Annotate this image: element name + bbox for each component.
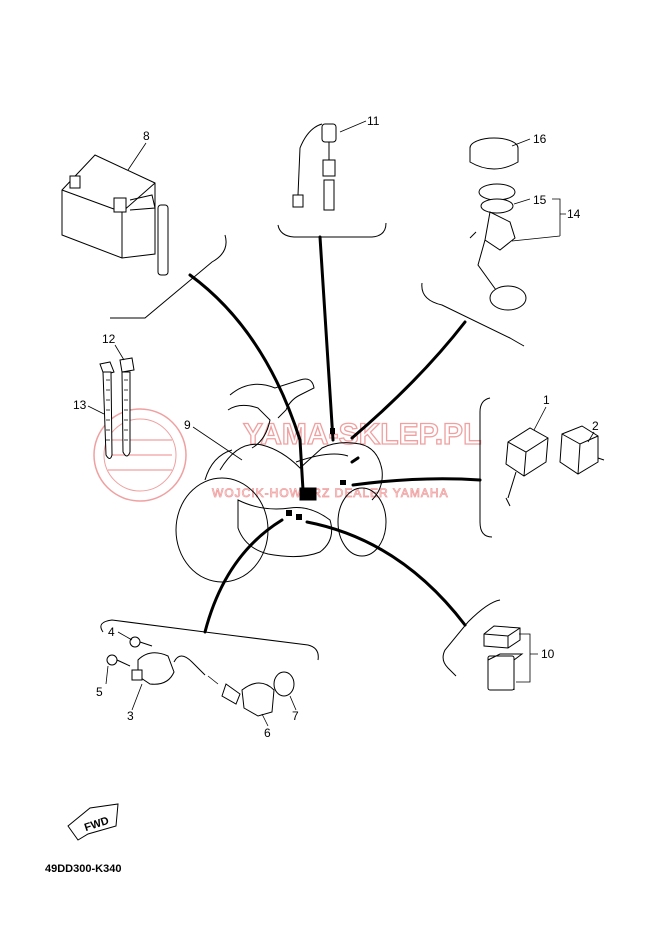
harness-wires [188, 235, 482, 634]
callout-12: 12 [102, 332, 116, 346]
watermark-logo-mark [108, 439, 172, 471]
scooter-outline [175, 378, 387, 583]
callout-7: 7 [292, 709, 299, 723]
ignition-group [106, 636, 295, 717]
watermark: YAMA-SKLEP.PL WOJCIK-HOWORZ DEALER YAMAH… [93, 408, 482, 502]
callout-2: 2 [592, 419, 599, 433]
callout-6: 6 [264, 726, 271, 740]
callout-11: 11 [367, 114, 380, 128]
flasher-units [483, 625, 524, 691]
callout-9: 9 [184, 418, 191, 432]
leader-lines [87, 120, 595, 727]
group-frame-ignition [100, 619, 319, 661]
battery [61, 154, 169, 276]
callout-14: 14 [567, 207, 581, 221]
callout-5: 5 [96, 685, 103, 699]
group-frame-relay [479, 397, 493, 538]
fuel-sender [469, 137, 527, 311]
callout-4: 4 [108, 625, 115, 639]
group-frame-sensor [277, 222, 387, 238]
callouts: 8 11 16 15 14 12 13 9 1 2 10 4 5 3 6 7 [73, 114, 599, 740]
group-frame-fuel [421, 282, 525, 347]
callout-13: 13 [73, 398, 87, 412]
cable-bands [99, 357, 135, 459]
watermark-logo-inner [103, 418, 177, 492]
callout-8: 8 [143, 129, 150, 143]
callout-16: 16 [533, 132, 547, 146]
diagram-code: 49DD300-K340 [45, 863, 121, 875]
watermark-brand: YAMA-SKLEP.PL [243, 418, 481, 451]
callout-1: 1 [543, 393, 550, 407]
callout-3: 3 [127, 709, 134, 723]
group-frame-battery [110, 234, 227, 319]
fwd-arrow-icon: FWD [67, 803, 119, 841]
group-frame-flasher [442, 599, 501, 677]
speed-sensor [292, 123, 337, 211]
relays [505, 425, 605, 507]
callout-10: 10 [541, 647, 555, 661]
watermark-logo [93, 408, 187, 502]
watermark-tagline: WOJCIK-HOWORZ DEALER YAMAHA [212, 486, 449, 500]
callout-15: 15 [533, 193, 547, 207]
